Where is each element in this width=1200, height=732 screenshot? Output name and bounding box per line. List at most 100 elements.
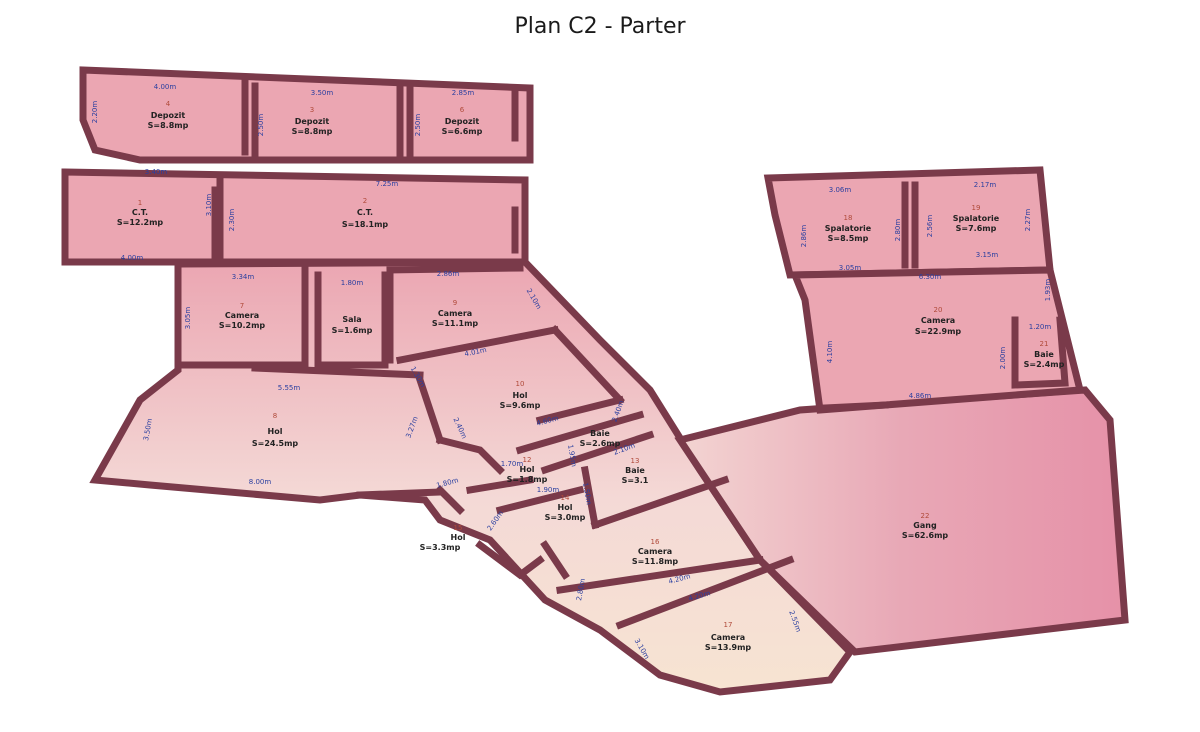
- room-area: S=3.1: [622, 476, 649, 485]
- dimension-label: 1.80m: [341, 279, 364, 287]
- room-area: S=11.1mp: [432, 319, 479, 328]
- room-name: Hol: [268, 427, 283, 436]
- room-name: Spalatorie: [825, 224, 872, 233]
- room-num: 3: [310, 106, 314, 114]
- dimension-label: 1.90m: [537, 486, 560, 494]
- room-num: 14: [561, 494, 570, 502]
- boiler-block: [61, 168, 529, 266]
- dimension-label: 2.27m: [1024, 209, 1032, 232]
- dimension-label: 3.10m: [205, 194, 213, 217]
- dimension-label: 2.50m: [257, 114, 265, 137]
- room-name: Baie: [590, 429, 610, 438]
- dimension-label: 2.20m: [91, 101, 99, 124]
- room-name: Hol: [558, 503, 573, 512]
- room-num: 1: [138, 199, 142, 207]
- dimension-label: 2.00m: [999, 347, 1007, 370]
- room-area: S=62.6mp: [902, 531, 949, 540]
- dimension-label: 4.10m: [826, 341, 834, 364]
- dimension-label: 2.30m: [228, 209, 236, 232]
- room-num: 10: [516, 380, 525, 388]
- dimension-label: 4.00m: [154, 83, 177, 91]
- dimension-label: 1.93m: [1044, 279, 1052, 302]
- room-num: 22: [921, 512, 930, 520]
- interior-walls: [174, 76, 795, 630]
- room-area: S=3.3mp: [420, 543, 461, 552]
- room-name: Hol: [513, 391, 528, 400]
- room-area: S=10.2mp: [219, 321, 266, 330]
- room-area: S=8.8mp: [292, 127, 333, 136]
- room-area: S=24.5mp: [252, 439, 299, 448]
- room-name: Camera: [921, 316, 955, 325]
- room-num: 19: [972, 204, 981, 212]
- dimension-label: 1.50m: [581, 482, 593, 506]
- dimension-label: 7.25m: [376, 180, 399, 188]
- room-num: 20: [934, 306, 943, 314]
- room-area: S=1.6mp: [332, 326, 373, 335]
- room-area: S=7.6mp: [956, 224, 997, 233]
- room-name: Depozit: [295, 117, 330, 126]
- room-num: 4: [166, 100, 171, 108]
- room-area: S=22.9mp: [915, 327, 962, 336]
- room-num: 13: [631, 457, 640, 465]
- room-name: Hol: [520, 465, 535, 474]
- dimension-label: 1.20m: [1029, 323, 1052, 331]
- room-name: Camera: [225, 311, 259, 320]
- room-name: Hol: [451, 533, 466, 542]
- room-area: S=11.8mp: [632, 557, 679, 566]
- room-area: S=2.4mp: [1024, 360, 1065, 369]
- room-num: 8: [273, 412, 277, 420]
- dimension-label: 3.50m: [142, 418, 154, 442]
- dimension-label: 4.00m: [121, 254, 144, 262]
- dimension-label: 2.80m: [894, 219, 902, 242]
- room-num: 21: [1040, 340, 1049, 348]
- room-name: Spalatorie: [953, 214, 1000, 223]
- dimension-label: 2.85m: [452, 89, 475, 97]
- room-name: Gang: [913, 521, 937, 530]
- dimension-label: 2.17m: [974, 181, 997, 189]
- room-num: 15: [454, 524, 463, 532]
- dimension-label: 4.86m: [909, 392, 932, 400]
- room-num: 16: [651, 538, 660, 546]
- room-labels: 4 Depozit S=8.8mp 3 Depozit S=8.8mp 6 De…: [117, 100, 1065, 652]
- dimension-label: 3.05m: [839, 264, 862, 272]
- room-name: Camera: [438, 309, 472, 318]
- room-num: 9: [453, 299, 457, 307]
- dimension-label: 3.50m: [311, 89, 334, 97]
- dimension-label: 2.56m: [926, 215, 934, 238]
- dimension-label: 2.86m: [437, 270, 460, 278]
- room-name: C.T.: [132, 208, 148, 217]
- room-num: 17: [724, 621, 733, 629]
- room-20-block: [789, 266, 1085, 414]
- dimension-label: 1.95m: [566, 444, 578, 468]
- room-name: Depozit: [151, 111, 186, 120]
- dimension-label: 3.34m: [232, 273, 255, 281]
- room-area: S=6.6mp: [442, 127, 483, 136]
- dimension-label: 8.00m: [249, 478, 272, 486]
- room-area: S=1.8mp: [507, 475, 548, 484]
- dimension-label: 3.05m: [184, 307, 192, 330]
- dimension-label: 1.70m: [501, 460, 524, 468]
- room-name: C.T.: [357, 208, 373, 217]
- dimension-label: 2.50m: [414, 114, 422, 137]
- room-area: S=2.6mp: [580, 439, 621, 448]
- room-name: Camera: [638, 547, 672, 556]
- dimension-label: 2.80m: [575, 578, 587, 602]
- interior-walls-right: [821, 181, 1069, 412]
- dimension-label: 2.86m: [800, 225, 808, 248]
- room-num: 18: [844, 214, 853, 222]
- laundry-block: [763, 166, 1054, 279]
- room-num: 2: [363, 197, 367, 205]
- room-num: 7: [240, 302, 244, 310]
- dimension-label: 6.30m: [919, 273, 942, 281]
- room-num: 6: [460, 106, 465, 114]
- room-area: S=8.8mp: [148, 121, 189, 130]
- room-name: Baie: [1034, 350, 1054, 359]
- plan-title: Plan C2 - Parter: [514, 14, 686, 39]
- room-num: 12: [523, 456, 532, 464]
- room-name: Baie: [625, 466, 645, 475]
- room-area: S=8.5mp: [828, 234, 869, 243]
- dimension-label: 3.06m: [829, 186, 852, 194]
- room-area: S=9.6mp: [500, 401, 541, 410]
- room-name: Camera: [711, 633, 745, 642]
